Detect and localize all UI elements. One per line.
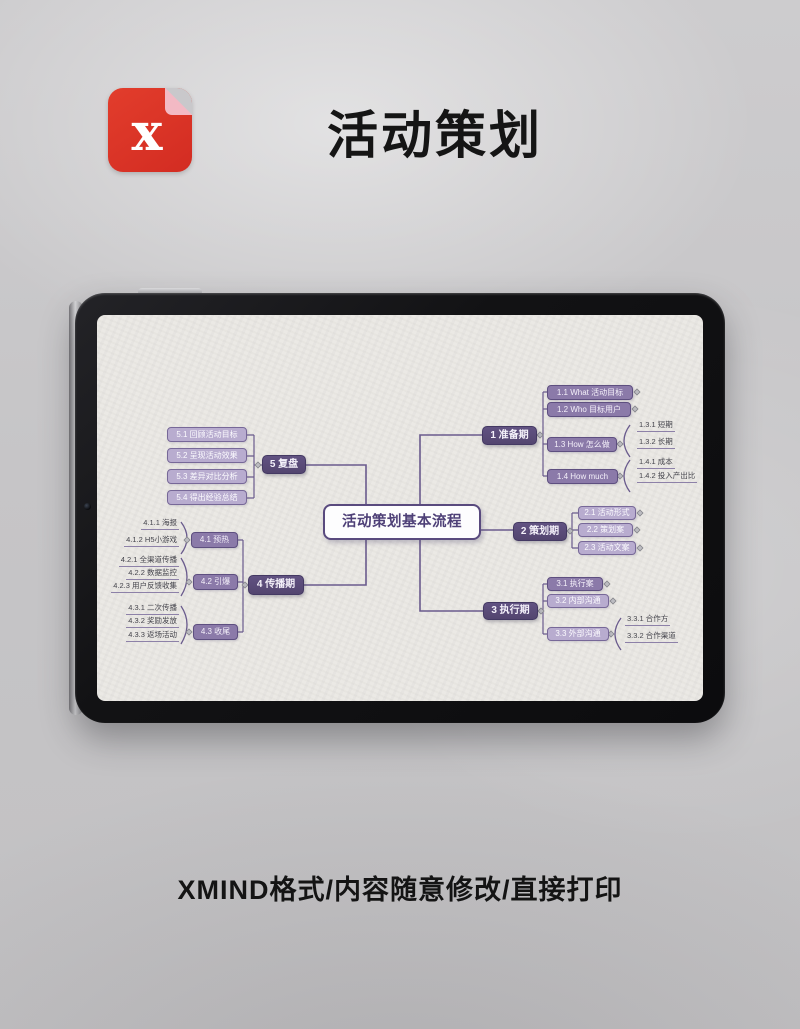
topic-4-2-1: 4.2.1 全渠道传播 xyxy=(118,555,179,567)
topic-4: 4 传播期 xyxy=(248,575,304,595)
topic-3: 3 执行期 xyxy=(483,602,538,620)
topic-root: 活动策划基本流程 xyxy=(323,504,481,540)
topic-4-1: 4.1 预热 xyxy=(191,532,238,548)
tablet-screen: 活动策划基本流程 1 准备期 1.1 What 活动目标 1.2 Who 目标用… xyxy=(97,315,703,701)
topic-4-3-2: 4.3.2 奖励发放 xyxy=(126,616,179,628)
topic-2-2: 2.2 策划案 xyxy=(578,523,633,537)
caption: XMIND格式/内容随意修改/直接打印 xyxy=(177,875,623,905)
topic-1-4: 1.4 How much xyxy=(547,469,618,484)
topic-4-1-1: 4.1.1 海报 xyxy=(141,518,179,530)
topic-5-2: 5.2 呈现活动效果 xyxy=(167,448,247,463)
page-title: 活动策划 xyxy=(326,107,543,164)
topic-1-3-1: 1.3.1 短期 xyxy=(637,420,675,432)
topic-2-3: 2.3 活动文案 xyxy=(578,541,636,555)
tablet-volume-button xyxy=(138,288,202,296)
topic-4-3-3: 4.3.3 返场活动 xyxy=(126,630,179,642)
page-fold-corner xyxy=(165,88,192,115)
front-camera-icon xyxy=(84,503,91,510)
topic-3-3-2: 3.3.2 合作渠道 xyxy=(625,631,678,643)
topic-1-3: 1.3 How 怎么做 xyxy=(547,437,617,452)
topic-4-2-2: 4.2.2 数据监控 xyxy=(126,568,179,580)
topic-1-4-1: 1.4.1 成本 xyxy=(637,457,675,469)
connector-lines xyxy=(180,388,644,651)
tablet: 活动策划基本流程 1 准备期 1.1 What 活动目标 1.2 Who 目标用… xyxy=(75,293,725,723)
topic-2-1: 2.1 活动形式 xyxy=(578,506,636,520)
topic-3-3-1: 3.3.1 合作方 xyxy=(625,614,671,626)
topic-4-1-2: 4.1.2 H5小游戏 xyxy=(124,535,179,547)
topic-2: 2 策划期 xyxy=(513,522,567,541)
topic-5-1: 5.1 回顾活动目标 xyxy=(167,427,247,442)
topic-4-2: 4.2 引爆 xyxy=(193,574,238,590)
topic-1-4-2: 1.4.2 投入产出比 xyxy=(637,471,698,483)
topic-4-3: 4.3 收尾 xyxy=(193,624,238,640)
topic-5: 5 复盘 xyxy=(262,455,306,474)
topic-3-1: 3.1 执行案 xyxy=(547,577,603,591)
topic-3-2: 3.2 内部沟通 xyxy=(547,594,609,608)
topic-1-3-2: 1.3.2 长期 xyxy=(637,437,675,449)
topic-5-3: 5.3 差异对比分析 xyxy=(167,469,247,484)
topic-5-4: 5.4 得出经验总结 xyxy=(167,490,247,505)
topic-1: 1 准备期 xyxy=(482,426,537,445)
topic-1-1: 1.1 What 活动目标 xyxy=(547,385,633,400)
xmind-x-glyph: x xyxy=(131,102,163,163)
topic-1-2: 1.2 Who 目标用户 xyxy=(547,402,631,417)
topic-4-2-3: 4.2.3 用户反馈收集 xyxy=(111,581,179,593)
topic-3-3: 3.3 外部沟通 xyxy=(547,627,609,641)
xmind-logo: x xyxy=(108,88,192,172)
topic-4-3-1: 4.3.1 二次传播 xyxy=(126,603,179,615)
